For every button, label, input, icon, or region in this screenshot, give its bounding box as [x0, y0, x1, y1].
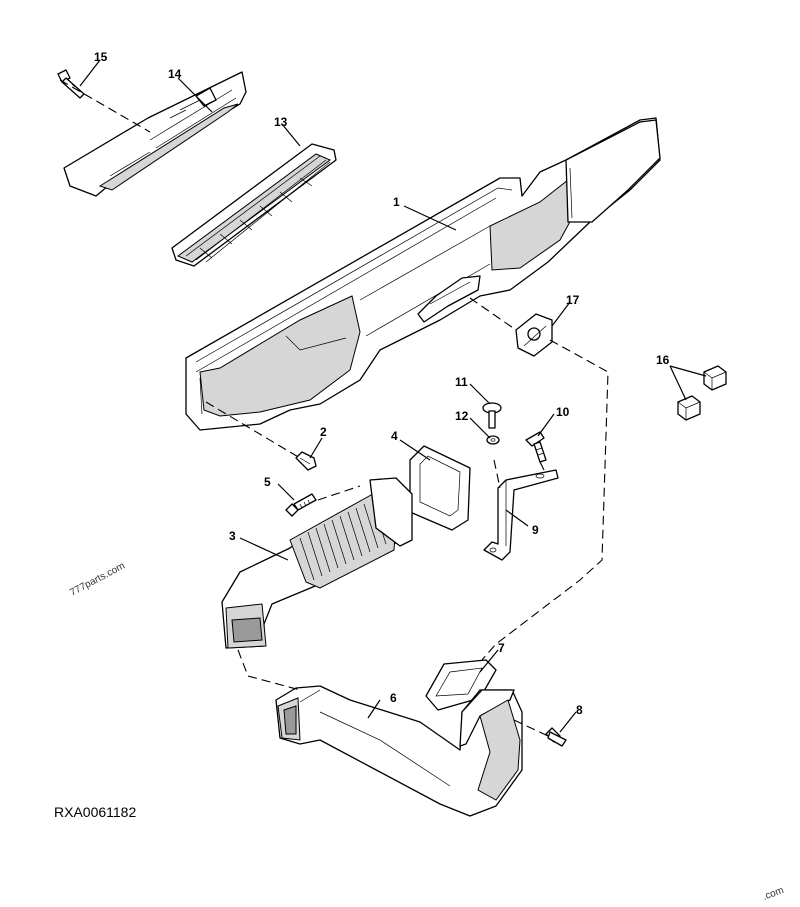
part-16-cubes	[677, 365, 727, 421]
callout-2: 2	[320, 425, 327, 439]
callout-13: 13	[274, 115, 288, 129]
callout-16: 16	[656, 353, 670, 367]
callout-9: 9	[532, 523, 539, 537]
part-11-bolt	[482, 402, 502, 429]
part-13-filter-element	[171, 143, 337, 267]
callout-1: 1	[393, 195, 400, 209]
assembly-lines	[59, 79, 609, 737]
part-1-housing	[185, 117, 661, 431]
drawing-number: RXA0061182	[54, 804, 136, 820]
watermark-text: 777parts.com	[68, 560, 127, 598]
callout-4: 4	[391, 429, 398, 443]
callout-5: 5	[264, 475, 271, 489]
callout-17: 17	[566, 293, 580, 307]
callout-12: 12	[455, 409, 469, 423]
callout-14: 14	[168, 67, 182, 81]
part-9-bracket	[483, 469, 559, 561]
callout-11: 11	[455, 375, 468, 389]
callout-leaders	[79, 59, 707, 733]
callout-7: 7	[498, 641, 505, 655]
part-10-bolt	[525, 431, 547, 463]
watermark-corner-text: .com	[761, 885, 785, 902]
callout-labels: 15 14 13 1 2 4 5 3 17 16 11 12 10 9 7 6 …	[94, 50, 670, 717]
part-14-filter-cover	[63, 71, 247, 197]
callout-15: 15	[94, 50, 108, 64]
part-4-gasket	[409, 445, 471, 531]
part-17-plate	[515, 313, 553, 357]
part-5-bolt	[285, 493, 317, 517]
part-6-lower-duct	[275, 685, 523, 817]
callout-6: 6	[390, 691, 397, 705]
part-15-bolt	[57, 69, 85, 99]
part-3-bellows-duct	[221, 477, 413, 649]
part-8-screw	[545, 727, 567, 747]
callout-10: 10	[556, 405, 570, 419]
callout-8: 8	[576, 703, 583, 717]
part-2-screw	[295, 451, 317, 471]
callout-3: 3	[229, 529, 236, 543]
